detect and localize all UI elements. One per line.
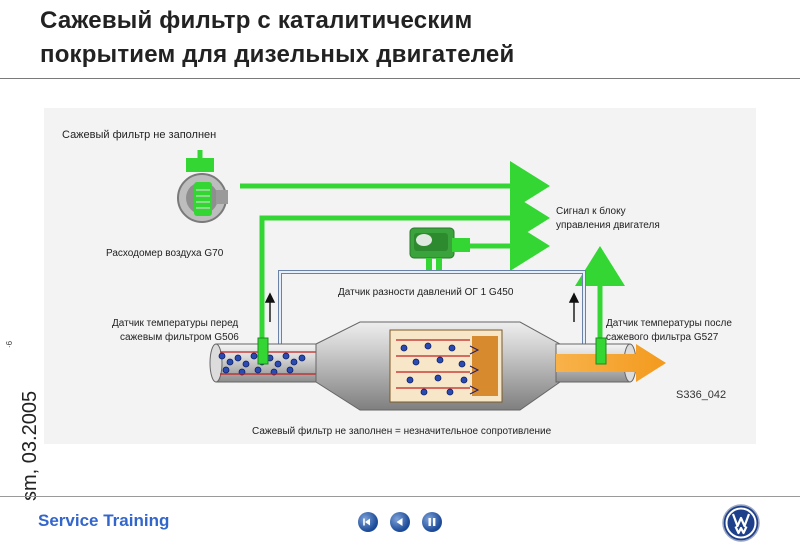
rewind-icon [363,518,370,526]
temp-after-label-line-1: Датчик температуры после [606,318,732,329]
side-date-text: sm, 03.2005 [19,390,41,501]
outlet-pipe [555,343,666,383]
rewind-button[interactable] [358,512,378,532]
vw-logo [722,504,760,542]
status-label: Сажевый фильтр не заполнен [62,129,216,141]
pressure-sensor-label: Датчик разности давлений ОГ 1 G450 [338,287,514,298]
airflow-meter-label: Расходомер воздуха G70 [106,248,224,259]
pause-button[interactable] [422,512,442,532]
filter-body [315,321,561,411]
airflow-meter-icon [177,158,228,223]
back-icon [396,518,403,526]
temp-after-label-line-2: сажевого фильтра G527 [606,331,719,343]
header-divider [0,78,800,79]
pressure-tubes-inner [279,271,585,348]
temp-before-label-line-2: сажевым фильтром G506 [120,331,239,343]
title-line-2: покрытием для дизельных двигателей [40,41,515,68]
flow-arrows [264,292,580,322]
page-title: Сажевый фильтр с каталитическим покрытие… [40,4,780,72]
back-button[interactable] [390,512,410,532]
figure-code: S336_042 [676,389,726,401]
footer-brand: Service Training [38,511,170,530]
pause-icon [428,518,436,526]
signal-label-line-2: управления двигателя [556,220,660,231]
title-line-1: Сажевый фильтр с каталитическим [40,7,473,34]
temp-sensor-before-icon [257,337,269,365]
diagram-caption: Сажевый фильтр не заполнен = незначитель… [252,425,552,437]
footer-divider [0,496,800,497]
signal-label-line-1: Сигнал к блоку [556,205,626,217]
temp-sensor-after-icon [595,337,607,365]
inlet-pipe [209,343,327,383]
pressure-sensor-icon [409,227,470,274]
side-mark: ·6 [5,340,15,349]
temp-before-label-line-1: Датчик температуры перед [112,318,238,329]
